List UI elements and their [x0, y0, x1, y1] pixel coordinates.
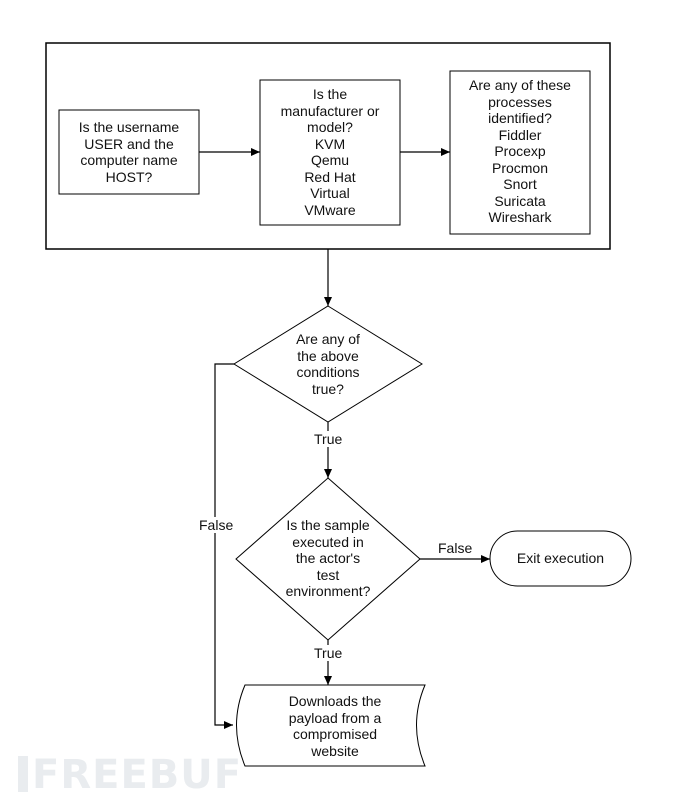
download-payload-shape [236, 684, 426, 767]
username-check-box [58, 109, 200, 195]
download-payload-text: Downloads the payload from a compromised… [288, 693, 382, 759]
freebuf-watermark: FREEBUF [18, 752, 242, 798]
environment-true-label: True [312, 645, 345, 661]
exit-execution-terminator [489, 530, 632, 587]
conditions-decision-text: Are any of the above conditions true? [296, 331, 360, 397]
watermark-text: FREEBUF [32, 752, 243, 798]
environment-false-label: False [436, 540, 475, 556]
process-check-text: Are any of these processes identified? F… [469, 77, 571, 225]
model-check-box [259, 79, 401, 226]
exit-execution-text: Exit execution [516, 550, 605, 566]
username-check-text: Is the username USER and the computer na… [78, 119, 180, 185]
model-check-text: Is the manufacturer or model? KVM Qemu R… [280, 86, 380, 218]
environment-decision-text: Is the sample executed in the actor's te… [285, 517, 371, 599]
conditions-false-label: False [197, 517, 236, 533]
arrow-conditions-false [214, 363, 234, 729]
conditions-true-label: True [312, 431, 345, 447]
process-check-box [449, 70, 591, 235]
